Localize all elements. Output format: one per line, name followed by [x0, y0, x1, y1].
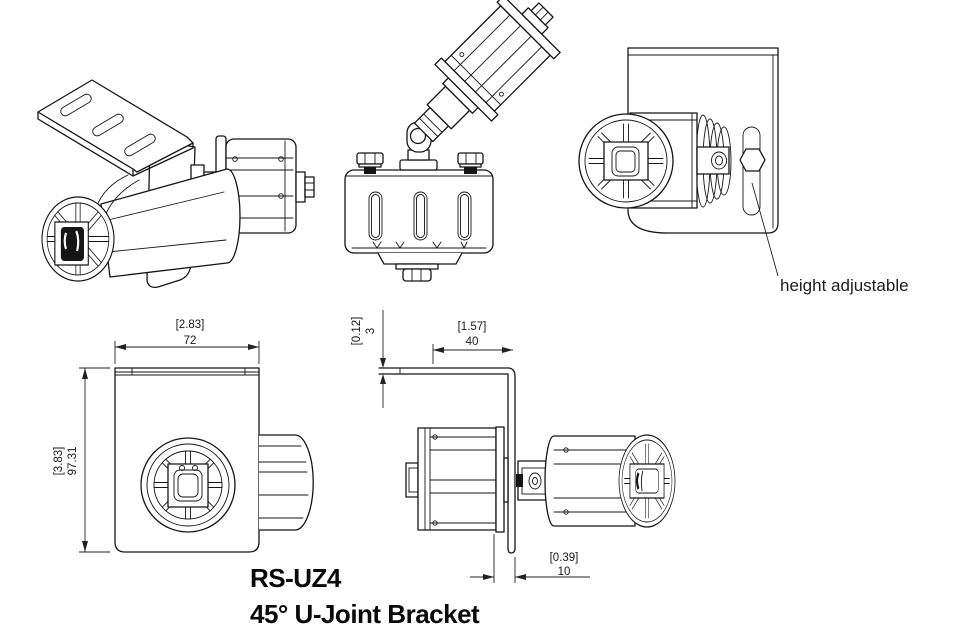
title-block: RS-UZ4 45° U-Joint Bracket	[250, 563, 481, 629]
drum-bottom-flange	[377, 252, 463, 265]
part-name: 45° U-Joint Bracket	[250, 599, 480, 629]
view-front: [2.83] 72 [3.83] 97.31	[53, 319, 314, 553]
side-pin	[516, 474, 523, 487]
angled-square-drive	[530, 2, 554, 26]
side-plate	[378, 367, 516, 554]
dim-plate-offset-inch: [0.39]	[550, 552, 579, 564]
joint-drum	[344, 169, 494, 282]
dim-height-inch: [3.83]	[53, 447, 65, 476]
joint-bolt-right	[457, 152, 484, 174]
view-side-adjustable: height adjustable	[578, 47, 909, 295]
view-side-profile: [0.12] 3 [1.57] 40 [0.39] 10	[351, 310, 676, 583]
joint-bolt-left	[356, 152, 384, 174]
dim-height-mm: 97.31	[67, 447, 79, 476]
height-note-leader	[751, 182, 779, 277]
dim-flange-thickness-inch: [0.12]	[351, 317, 363, 346]
front-rear-cylinder	[258, 434, 314, 531]
angled-roller-45	[413, 0, 561, 143]
dim-flange-thickness-mm: 3	[365, 328, 377, 334]
side-roller-flange	[495, 426, 505, 533]
view-isometric	[37, 79, 315, 288]
part-number: RS-UZ4	[250, 563, 342, 593]
side-big-roller	[544, 434, 676, 528]
side-left-roller	[405, 426, 509, 533]
height-adjustable-note: height adjustable	[780, 276, 909, 295]
drum-slots	[368, 191, 472, 241]
dim-width-inch: [2.83]	[176, 319, 205, 331]
dim-plate-offset: [0.39] 10	[470, 534, 590, 583]
dim-flange-width: [1.57] 40	[432, 321, 513, 364]
adj-roller-wheel	[578, 113, 674, 209]
adjust-hex-nut	[739, 148, 766, 172]
adjust-slot	[739, 126, 766, 216]
iso-front-cylinder	[100, 168, 241, 278]
front-square-drive	[177, 473, 199, 498]
front-roller-wheel	[140, 437, 236, 533]
dim-overall-height: [3.83] 97.31	[53, 367, 110, 553]
side-roller-wheel	[618, 434, 676, 528]
dim-overall-width: [2.83] 72	[114, 319, 260, 364]
clevis-pin	[409, 127, 427, 145]
iso-plate-slots	[60, 93, 156, 157]
adj-square-drive	[615, 150, 636, 173]
side-square-drive	[635, 468, 659, 494]
iso-roller-wheel	[41, 196, 115, 282]
dim-flange-thickness: [0.12] 3	[351, 310, 386, 408]
view-45-joint	[344, 0, 561, 282]
drum-bottom-nut	[402, 268, 432, 282]
dim-plate-offset-mm: 10	[558, 566, 571, 578]
dim-width-mm: 72	[184, 335, 197, 347]
iso-top-plate	[37, 79, 194, 217]
adj-shaft	[696, 146, 730, 175]
dim-flange-width-mm: 40	[466, 336, 479, 348]
dim-flange-width-inch: [1.57]	[458, 321, 487, 333]
